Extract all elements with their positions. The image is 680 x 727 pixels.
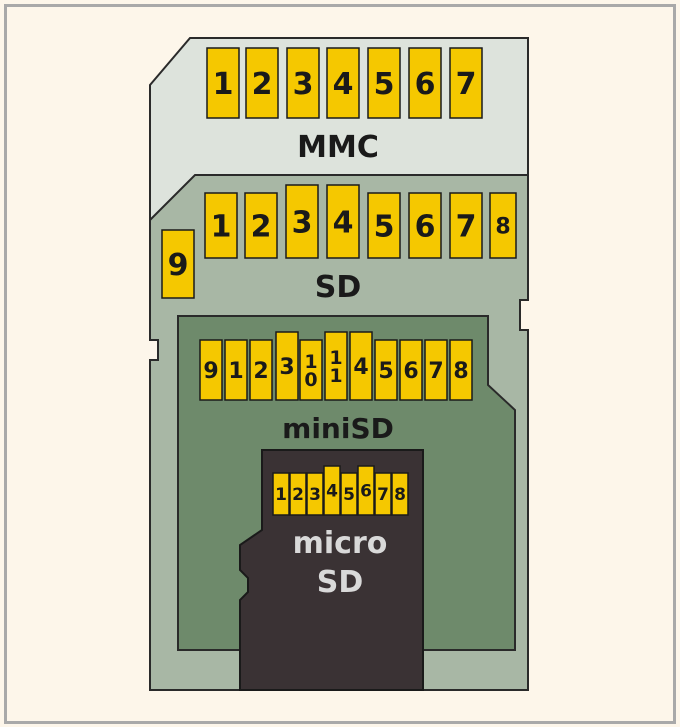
microsd-label-line1: micro xyxy=(293,526,388,561)
microsd-pin-6 xyxy=(357,465,375,516)
minisd-pin-3-label: 3 xyxy=(279,355,294,380)
sd-pin-2 xyxy=(244,192,278,259)
mmc-pin-1 xyxy=(206,47,240,119)
sd-pin-1-label: 1 xyxy=(211,209,232,244)
minisd-pin-6-label: 4 xyxy=(353,355,368,380)
sd-label: SD xyxy=(315,270,362,305)
microsd-pin-8-label: 8 xyxy=(394,485,406,505)
minisd-pin-5-label: 1 xyxy=(329,347,342,369)
minisd-pin-0 xyxy=(199,339,223,401)
sd-pin-9 xyxy=(161,229,195,299)
microsd-pin-2-label: 2 xyxy=(292,485,304,505)
microsd-pin-5 xyxy=(340,472,358,516)
sd-pin-1 xyxy=(204,192,238,259)
sd-pin-6 xyxy=(408,192,442,259)
microsd-pin-6-label: 6 xyxy=(360,482,372,502)
microsd-label-line2: SD xyxy=(317,565,364,600)
mmc-pin-7-label: 7 xyxy=(456,67,477,102)
minisd-pin-4-label: 0 xyxy=(304,369,317,391)
mmc-pin-2 xyxy=(245,47,279,119)
minisd-pin-8-label: 6 xyxy=(403,359,418,384)
minisd-pin-10-label: 8 xyxy=(453,359,468,384)
sd-pin-7 xyxy=(449,192,483,259)
mmc-label: MMC xyxy=(297,130,379,165)
sd-pin-3-label: 3 xyxy=(292,205,313,240)
minisd-pin-4-label: 1 xyxy=(304,351,317,373)
microsd-pin-7 xyxy=(374,472,392,516)
minisd-pin-2-label: 2 xyxy=(253,359,268,384)
minisd-pin-8 xyxy=(399,339,423,401)
minisd-pin-10 xyxy=(449,339,473,401)
minisd-pin-0-label: 9 xyxy=(203,359,218,384)
sd-pin-6-label: 6 xyxy=(415,209,436,244)
mmc-pin-5 xyxy=(367,47,401,119)
microsd-pin-3 xyxy=(306,472,324,516)
sd-pin-8 xyxy=(489,192,517,259)
mmc-pin-4 xyxy=(326,47,360,119)
sd-pin-4 xyxy=(326,184,360,259)
microsd-pin-4-label: 4 xyxy=(326,482,338,502)
sd-pin-3 xyxy=(285,184,319,259)
sd-pin-5 xyxy=(367,192,401,259)
sd-pin-8-label: 8 xyxy=(495,214,510,239)
minisd-pin-7-label: 5 xyxy=(378,359,393,384)
microsd-pin-7-label: 7 xyxy=(377,485,389,505)
minisd-pin-9-label: 7 xyxy=(428,359,443,384)
minisd-label: miniSD xyxy=(282,412,394,445)
mmc-pin-6-label: 6 xyxy=(415,67,436,102)
minisd-pin-5-label: 1 xyxy=(329,365,342,387)
microsd-pin-8 xyxy=(391,472,409,516)
minisd-pin-7 xyxy=(374,339,398,401)
microsd-pin-2 xyxy=(289,472,307,516)
mmc-pin-6 xyxy=(408,47,442,119)
sd-pin-2-label: 2 xyxy=(251,209,272,244)
microsd-pin-1 xyxy=(272,472,290,516)
sd-pin-9-label: 9 xyxy=(168,248,189,283)
minisd-pin-3 xyxy=(275,331,299,401)
sd-pin-7-label: 7 xyxy=(456,209,477,244)
mmc-pin-5-label: 5 xyxy=(374,67,395,102)
mmc-pin-3-label: 3 xyxy=(293,67,314,102)
minisd-pin-9 xyxy=(424,339,448,401)
mmc-pin-3 xyxy=(286,47,320,119)
minisd-pin-4 xyxy=(299,339,323,401)
microsd-pin-3-label: 3 xyxy=(309,485,321,505)
minisd-pin-5 xyxy=(324,331,348,401)
sd-pin-4-label: 4 xyxy=(333,205,354,240)
minisd-pin-2 xyxy=(249,339,273,401)
microsd-pin-5-label: 5 xyxy=(343,485,355,505)
microsd-pin-1-label: 1 xyxy=(275,485,287,505)
sd-pin-5-label: 5 xyxy=(374,209,395,244)
microsd-pin-4 xyxy=(323,465,341,516)
mmc-pin-2-label: 2 xyxy=(252,67,273,102)
mmc-pin-1-label: 1 xyxy=(213,67,234,102)
minisd-pin-1 xyxy=(224,339,248,401)
minisd-pin-6 xyxy=(349,331,373,401)
mmc-pin-4-label: 4 xyxy=(333,67,354,102)
mmc-pin-7 xyxy=(449,47,483,119)
minisd-pin-1-label: 1 xyxy=(228,359,243,384)
